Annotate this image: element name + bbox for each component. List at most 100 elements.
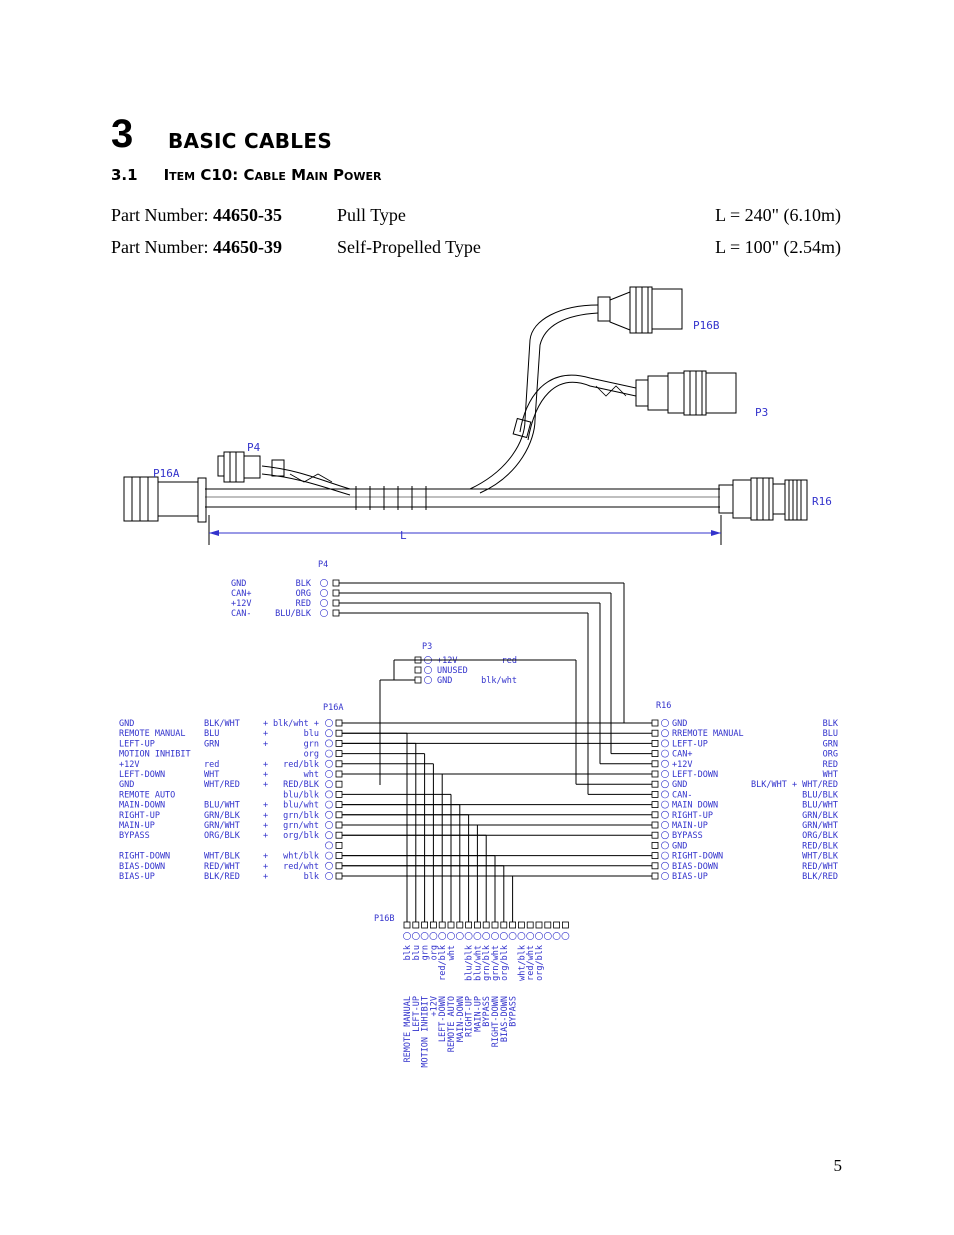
- pin-box: [651, 770, 659, 778]
- pin-circle: [447, 932, 455, 940]
- pin-box: [335, 760, 343, 768]
- pin-circle: [661, 821, 669, 829]
- pin-circle: [661, 872, 669, 880]
- pin-circle: [464, 932, 473, 940]
- p16b-color: blk: [403, 945, 413, 960]
- p16b-signal: MAIN-DOWN: [456, 996, 466, 1042]
- pin-circle: [325, 800, 333, 809]
- p4-signal: +12V: [231, 599, 251, 609]
- pin-box: [332, 579, 340, 587]
- p16b-connector-body: [629, 286, 653, 334]
- pin-circle: [661, 729, 669, 738]
- p16b-signal: REMOTE AUTO: [447, 996, 457, 1052]
- r16-color: BLK/RED: [802, 872, 838, 882]
- pin-circle: [325, 810, 333, 819]
- p16a-polarity: +: [263, 872, 268, 882]
- r16-signal: CAN+: [672, 750, 692, 760]
- label-p16a: P16A: [153, 467, 180, 480]
- label-p16b-schematic: P16B: [374, 914, 394, 924]
- p3-signal: +12V: [437, 656, 457, 666]
- pin-circle: [552, 932, 561, 940]
- pin-circle: [526, 932, 535, 940]
- pin-box: [335, 740, 343, 747]
- r16-color: BLU: [823, 729, 838, 739]
- pin-box: [651, 729, 659, 737]
- p16a-signal: GND: [119, 719, 134, 729]
- section-title: BASIC CABLES: [168, 129, 333, 153]
- label-p4: P4: [247, 441, 261, 454]
- p16b-color: grn/wht: [491, 945, 501, 981]
- p16a-color: GRN/WHT: [204, 821, 240, 831]
- pin-circle: [661, 770, 669, 778]
- p16a-color: WHT: [204, 770, 219, 780]
- pin-box: [553, 921, 560, 929]
- pin-circle: [473, 932, 482, 940]
- label-dimension: L: [400, 529, 407, 542]
- p16a-signal: RIGHT-DOWN: [119, 852, 170, 862]
- r16-signal: GND: [672, 719, 687, 729]
- p16a-signal: LEFT-UP: [119, 739, 155, 749]
- pin-box: [651, 852, 659, 859]
- r16-signal: LEFT-DOWN: [672, 770, 718, 780]
- r16-color: BLK: [823, 719, 839, 729]
- p16a-polarity: +: [263, 831, 268, 841]
- r16-color: WHT/BLK: [802, 852, 839, 862]
- pin-circle: [420, 932, 429, 940]
- pin-circle: [535, 932, 543, 940]
- p3-signal: GND: [437, 676, 452, 686]
- p16a-color: ORG/BLK: [204, 831, 241, 841]
- p16b-color: blu/wht: [473, 945, 483, 981]
- pin-box: [335, 801, 343, 808]
- part-row-label: Part Number: 44650-39: [111, 237, 282, 257]
- p16a-signal: MAIN-UP: [119, 821, 155, 831]
- p16a-signal: +12V: [119, 760, 139, 770]
- pin-circle: [661, 759, 669, 768]
- p16b-color: grn/blk: [482, 945, 492, 981]
- r16-color: BLU/BLK: [802, 790, 839, 800]
- r16-signal: MAIN-UP: [672, 821, 708, 831]
- p16a-shell: [157, 481, 199, 517]
- p16a-color: red: [204, 760, 219, 770]
- r16-signal: RREMOTE MANUAL: [672, 729, 744, 739]
- p16a-polarity: +: [263, 821, 268, 831]
- r16-color: WHT: [823, 770, 838, 780]
- pin-circle: [499, 932, 508, 940]
- p16b-signal: LEFT-UP: [412, 996, 422, 1032]
- pin-box: [651, 872, 659, 880]
- pin-circle: [517, 932, 526, 940]
- p16b-signal: LEFT-DOWN: [438, 996, 448, 1042]
- pin-box: [651, 719, 659, 727]
- label-p3-schematic: P3: [422, 642, 432, 652]
- r16-color: BLU/WHT: [802, 801, 838, 811]
- p3-color: blk/wht: [481, 676, 517, 686]
- part-length: L = 240" (6.10m): [715, 205, 841, 225]
- pin-box: [335, 872, 343, 880]
- pin-box: [509, 921, 517, 929]
- pin-box: [651, 791, 659, 798]
- p4-color: RED: [296, 599, 311, 609]
- pin-circle: [455, 932, 464, 940]
- pin-circle: [320, 599, 328, 607]
- pin-circle: [661, 861, 669, 870]
- p16a-polarity: +: [263, 801, 268, 811]
- harness-labels: P16B P3 P4 P16A R16 L: [153, 319, 832, 542]
- pin-box: [651, 750, 659, 757]
- p3-connector-body: [667, 372, 685, 414]
- pin-box: [651, 780, 659, 788]
- subsection-number: 3.1: [111, 166, 138, 184]
- p16a-color: RED/WHT: [204, 862, 240, 872]
- p16a-color: WHT/BLK: [204, 852, 241, 862]
- pin-box: [562, 921, 569, 929]
- p16a-wire: wht: [304, 770, 319, 780]
- label-p16b: P16B: [693, 319, 720, 332]
- p16a-wire: wht/blk: [283, 852, 319, 862]
- p16a-color: BLK/WHT: [204, 719, 240, 729]
- p16a-wire: grn: [304, 739, 319, 749]
- p16a-polarity: +: [263, 719, 268, 729]
- r16-signal: +12V: [672, 760, 692, 770]
- pin-box: [414, 666, 422, 674]
- pin-box: [491, 921, 499, 929]
- pin-box: [335, 852, 343, 859]
